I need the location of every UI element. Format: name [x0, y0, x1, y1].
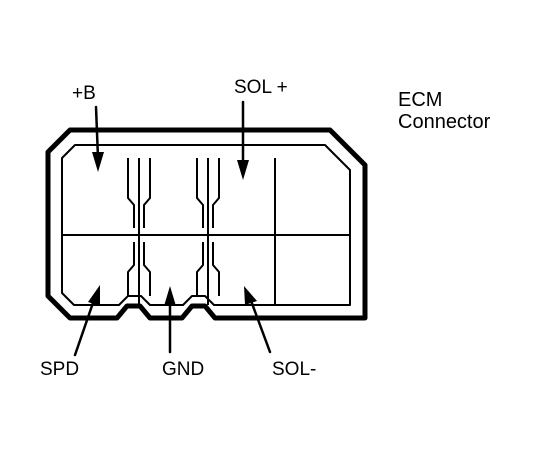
pin-cavity-grid — [62, 158, 350, 305]
pin-label-spd: SPD — [40, 359, 79, 380]
pin-label-sol-plus: SOL + — [234, 77, 288, 98]
connector-inner-outline — [61, 144, 351, 306]
leader-arrow-spd — [73, 285, 100, 357]
pin-label-sol-minus: SOL- — [272, 359, 316, 380]
pin-label-gnd: GND — [162, 359, 204, 380]
leader-arrow-plus-b — [92, 105, 104, 172]
leader-arrow-sol-plus — [237, 100, 249, 180]
title-line-connector: Connector — [398, 111, 491, 133]
cavity-keying-notches — [127, 158, 220, 296]
connector-outer-housing — [45, 127, 368, 321]
leader-arrow-sol-minus — [244, 286, 272, 354]
leader-arrow-gnd — [164, 286, 176, 354]
title-line-ecm: ECM — [398, 89, 442, 111]
pin-label-plus-b: +B — [72, 83, 96, 104]
